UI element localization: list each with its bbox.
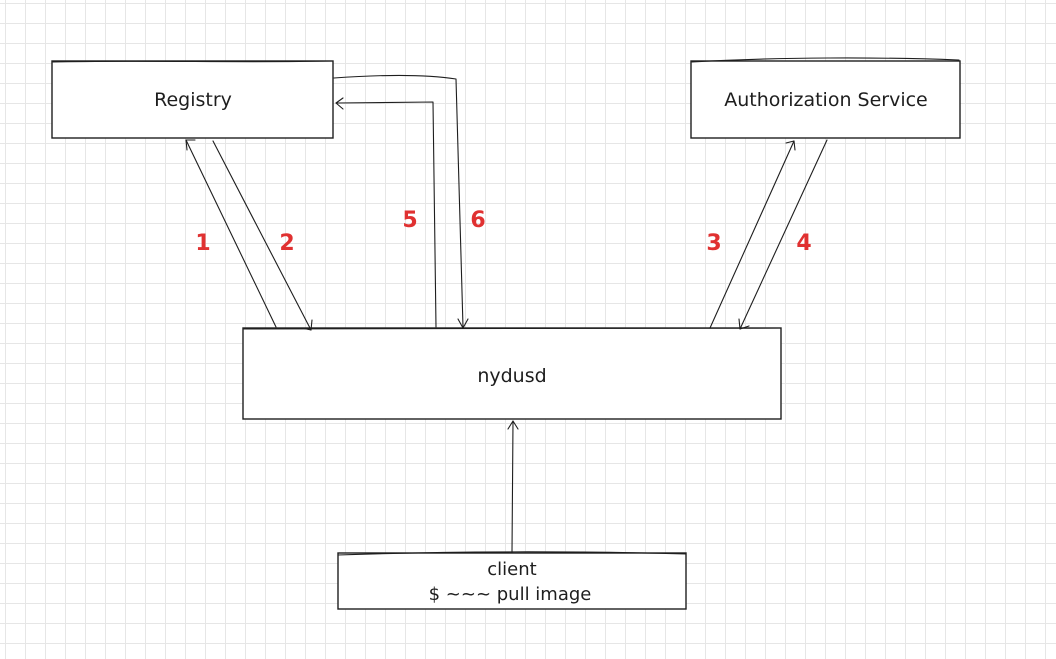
arrow-client-head <box>507 420 519 430</box>
step-label-6: 6 <box>470 208 485 233</box>
nydusd-label: nydusd <box>477 365 546 387</box>
arrow-1-line <box>185 139 277 328</box>
client-box <box>337 552 687 610</box>
arrow-3-head <box>785 140 796 151</box>
registry-box-sketch-edge <box>52 60 333 63</box>
arrow-5-head <box>335 97 344 110</box>
arrow-step-2 <box>212 140 313 331</box>
arrow-client-line <box>511 420 514 553</box>
step-label-5: 5 <box>402 208 417 233</box>
arrow-4-line <box>739 139 828 330</box>
client-title: client <box>487 559 536 580</box>
arrow-step-3 <box>709 140 796 329</box>
nydusd-node[interactable]: nydusd <box>242 327 782 420</box>
arrow-3-line <box>709 140 795 329</box>
step-label-2: 2 <box>279 231 294 256</box>
arrow-step-5 <box>335 97 437 328</box>
client-command: $ ~~~ pull image <box>429 584 592 605</box>
arrow-step-4 <box>738 139 828 330</box>
arrow-6-line <box>333 74 464 328</box>
step-label-3: 3 <box>706 231 721 256</box>
auth-service-node[interactable]: Authorization Service <box>690 57 961 139</box>
arrow-4-head <box>738 318 750 330</box>
registry-box <box>51 60 334 139</box>
arrow-2-head <box>301 319 313 331</box>
registry-label: Registry <box>154 89 232 111</box>
auth-service-box-sketch-edge <box>691 57 960 63</box>
arrow-1-head <box>185 139 196 151</box>
arrow-5-line <box>335 101 437 328</box>
arrow-6-head <box>457 318 469 329</box>
auth-service-box <box>690 60 961 139</box>
step-label-1: 1 <box>195 231 210 256</box>
arrow-step-6 <box>333 74 469 329</box>
auth-service-label: Authorization Service <box>724 89 928 111</box>
arrow-client-to-nydusd <box>507 420 519 553</box>
nydusd-box-sketch-edge <box>243 327 781 330</box>
client-box-sketch-edge <box>337 551 687 556</box>
registry-node[interactable]: Registry <box>51 60 334 139</box>
arrow-step-1 <box>185 139 277 328</box>
arrow-2-line <box>212 140 312 331</box>
step-label-4: 4 <box>796 231 811 256</box>
client-node[interactable]: client $ ~~~ pull image <box>337 551 687 610</box>
